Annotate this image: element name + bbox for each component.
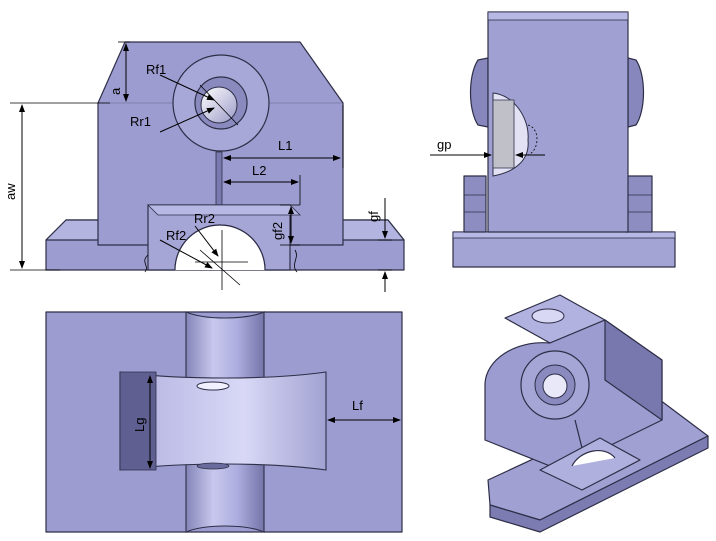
isometric-view [484,294,709,533]
label-gf2: gf2 [270,222,285,240]
label-rr2: Rr2 [194,211,215,226]
front-view: Rf1 Rr1 a aw L1 L2 Rr2 Rf2 gf2 gf [3,41,405,292]
label-l2: L2 [252,163,266,178]
top-view: Lg Lf [45,311,403,533]
label-a: a [108,87,123,95]
label-l1: L1 [278,138,292,153]
label-gp: gp [437,137,451,152]
label-aw: aw [3,183,18,200]
label-gf: gf [366,211,381,222]
label-rf2: Rf2 [166,228,186,243]
side-view: gp [430,11,676,268]
label-rr1: Rr1 [130,114,151,129]
label-lf: Lf [352,398,363,413]
label-lg: Lg [132,418,147,432]
label-rf1: Rf1 [146,62,166,77]
top-pocket [119,371,327,471]
